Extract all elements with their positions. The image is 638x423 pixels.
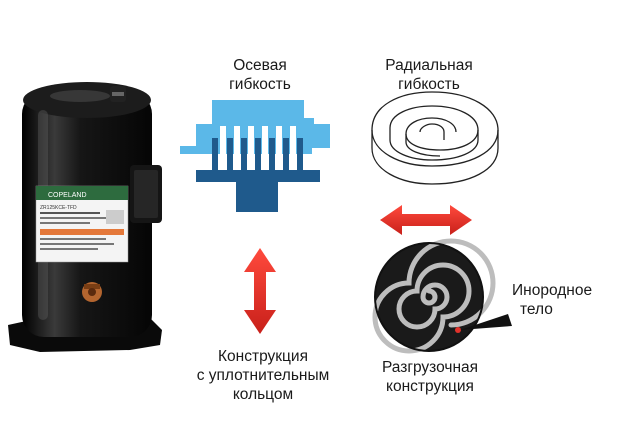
compressor-label-header: COPELAND [48,192,87,199]
compressor-image: COPELAND ZR125KCE-TFD [8,82,162,352]
foreign-body-label: Инородное тело [512,282,593,318]
unloading-spiral-diagram [372,238,496,354]
foreign-body-pointer [460,314,512,330]
seal-ring-design-label: Конструкция с уплотнительным кольцом [196,348,330,403]
compressor-label-model: ZR125KCE-TFD [40,205,77,211]
unloading-design-label: Разгрузочная конструкция [381,359,479,395]
foreign-body-dot [455,327,461,333]
radial-flexibility-label: Радиальная гибкость [385,57,473,93]
compressor-label: COPELAND ZR125KCE-TFD [35,185,129,263]
axial-flexibility-diagram [180,100,330,212]
vertical-double-arrow [244,248,276,334]
axial-flexibility-label: Осевая гибкость [229,57,291,93]
horizontal-double-arrow [380,205,472,235]
radial-flexibility-diagram [371,91,499,185]
